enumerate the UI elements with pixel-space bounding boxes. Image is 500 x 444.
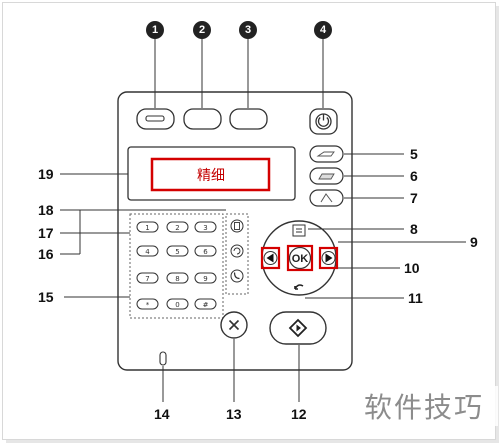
- right-arrow-icon: [325, 253, 333, 263]
- key-3: 3: [203, 224, 207, 232]
- redial-icon: [233, 247, 241, 255]
- image-frame: [2, 2, 496, 440]
- left-arrow-icon: [266, 253, 274, 263]
- callout-19: 19: [38, 166, 54, 182]
- key-7: 7: [145, 275, 149, 283]
- watermark: 软件技巧: [350, 386, 498, 426]
- frame-shadow-bottom: [6, 440, 499, 443]
- power-icon: [317, 117, 330, 127]
- callout-15: 15: [38, 289, 54, 305]
- key-star: *: [146, 301, 150, 309]
- callout-9: 9: [470, 234, 478, 250]
- redial-button: [230, 244, 244, 258]
- menu-icon: [292, 224, 306, 237]
- callout-18: 18: [38, 202, 54, 218]
- callout-17: 17: [38, 225, 54, 241]
- callout-13: 13: [226, 406, 242, 422]
- callout-1: 1: [146, 21, 164, 39]
- key-4: 4: [145, 248, 150, 256]
- callout-5: 5: [410, 146, 418, 162]
- ok-label: OK: [292, 253, 309, 265]
- top-button-3: [229, 108, 268, 130]
- address-book-button: [230, 219, 244, 233]
- callout-11: 11: [408, 290, 423, 306]
- left-arrow-highlight: [260, 246, 281, 270]
- right-arrow-highlight: [318, 246, 339, 270]
- phone-icon: [233, 272, 240, 280]
- callout-3: 3: [239, 21, 257, 39]
- ok-highlight: [286, 244, 314, 272]
- key-5: 5: [175, 248, 179, 256]
- keypad-keys: [136, 221, 217, 310]
- top-button-1-indicator: [145, 115, 165, 122]
- on-hook-dial-button: [230, 269, 244, 283]
- keypad-area: [129, 213, 224, 319]
- frame-shadow-right: [496, 6, 499, 442]
- side-buttons-area: [225, 213, 249, 295]
- callout-6: 6: [410, 168, 418, 184]
- callout-4: 4: [314, 21, 332, 39]
- status-led: [159, 351, 167, 366]
- display-text: 精细: [197, 167, 225, 184]
- callout-7: 7: [410, 190, 418, 206]
- fax-button: [309, 145, 344, 163]
- stop-icon: [228, 319, 240, 331]
- key-0: 0: [175, 301, 179, 309]
- ok-button-circle: [288, 246, 312, 270]
- key-9: 9: [203, 275, 207, 283]
- callout-10: 10: [404, 260, 420, 276]
- back-icon: [294, 284, 304, 290]
- scan-button: [309, 189, 344, 207]
- key-8: 8: [175, 275, 179, 283]
- callout-14: 14: [154, 406, 170, 422]
- key-6: 6: [203, 248, 208, 256]
- top-button-2: [183, 108, 222, 130]
- leader-lines: [60, 37, 466, 402]
- key-1: 1: [145, 224, 149, 232]
- key-hash: #: [203, 301, 209, 309]
- callout-16: 16: [38, 246, 54, 262]
- callout-2: 2: [193, 21, 211, 39]
- address-book-icon: [234, 222, 240, 230]
- lcd-highlight: [150, 157, 271, 192]
- key-2: 2: [175, 224, 179, 232]
- callout-8: 8: [410, 221, 418, 237]
- callout-12: 12: [291, 406, 307, 422]
